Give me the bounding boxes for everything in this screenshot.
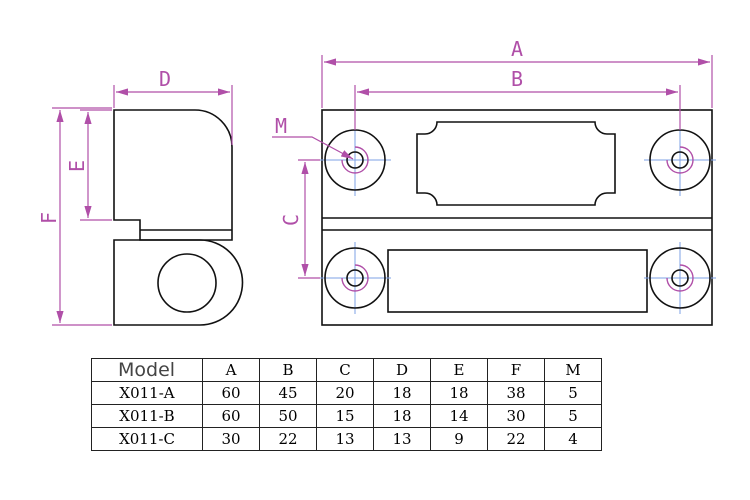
dim-label-c: C (279, 214, 303, 226)
header-model: Model (91, 358, 203, 382)
dim-label-e: E (65, 160, 89, 172)
dim-label-f: F (37, 212, 61, 224)
cell: 30 (487, 404, 545, 428)
cell-model: X011-C (91, 427, 203, 451)
side-view (113, 109, 244, 326)
dim-label-m: M (275, 114, 287, 138)
cell: 45 (259, 381, 317, 405)
front-view (321, 109, 713, 326)
cell: 9 (430, 427, 488, 451)
cell: 38 (487, 381, 545, 405)
dimension-table: Model A B C D E F M X011-A 60 45 20 18 1… (91, 358, 602, 451)
hole-icon (319, 124, 391, 196)
table-header-row: Model A B C D E F M (91, 358, 602, 382)
cell: 4 (544, 427, 602, 451)
table-row: X011-B 60 50 15 18 14 30 5 (91, 404, 602, 428)
header-e: E (430, 358, 488, 382)
cell: 5 (544, 404, 602, 428)
header-a: A (202, 358, 260, 382)
cell: 13 (373, 427, 431, 451)
cell: 60 (202, 404, 260, 428)
cell: 18 (430, 381, 488, 405)
header-f: F (487, 358, 545, 382)
hole-icon (644, 242, 716, 314)
cell-model: X011-A (91, 381, 203, 405)
cell: 14 (430, 404, 488, 428)
hole-icon (319, 242, 391, 314)
cell: 18 (373, 381, 431, 405)
mounting-holes (319, 124, 716, 314)
dim-label-b: B (511, 67, 523, 91)
cell: 18 (373, 404, 431, 428)
header-d: D (373, 358, 431, 382)
header-b: B (259, 358, 317, 382)
header-c: C (316, 358, 374, 382)
cell: 5 (544, 381, 602, 405)
cell: 22 (259, 427, 317, 451)
dim-label-d: D (159, 67, 171, 91)
dim-label-a: A (511, 37, 523, 61)
cell: 13 (316, 427, 374, 451)
cell: 30 (202, 427, 260, 451)
cell: 50 (259, 404, 317, 428)
cell: 22 (487, 427, 545, 451)
header-m: M (544, 358, 602, 382)
table-row: X011-C 30 22 13 13 9 22 4 (91, 427, 602, 451)
side-dimensions (52, 85, 233, 326)
cell: 20 (316, 381, 374, 405)
front-dimensions (272, 55, 713, 279)
hole-icon (644, 124, 716, 196)
cell: 60 (202, 381, 260, 405)
cell: 15 (316, 404, 374, 428)
table-row: X011-A 60 45 20 18 18 38 5 (91, 381, 602, 405)
cell-model: X011-B (91, 404, 203, 428)
